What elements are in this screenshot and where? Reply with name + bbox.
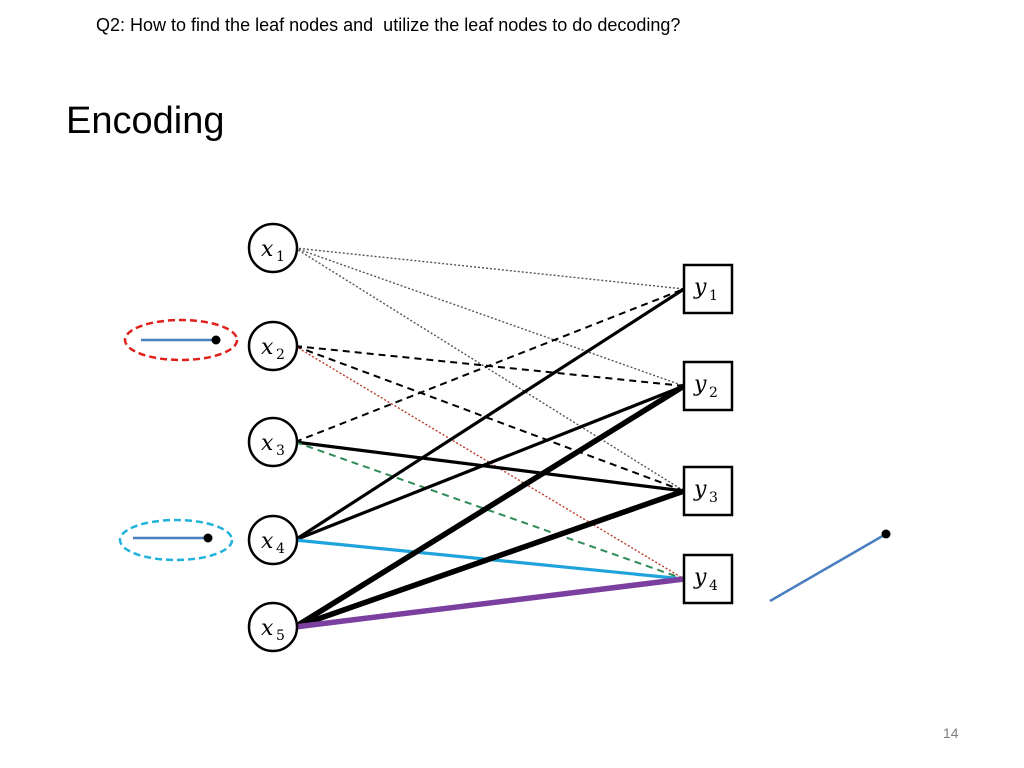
red-dashed-ellipse <box>123 318 239 362</box>
cyan-dashed-ellipse <box>118 518 234 562</box>
variable-node-x5: x 5 <box>247 601 299 653</box>
edge-x5-y3 <box>294 488 685 630</box>
node-letter: y <box>693 275 707 300</box>
node-letter: x <box>261 616 274 641</box>
edge-x2-y3 <box>294 345 685 492</box>
edge-x1-y3 <box>294 247 685 492</box>
node-subscript: 5 <box>276 628 285 644</box>
edge-x3-y1 <box>294 288 685 443</box>
question-text: Q2: How to find the leaf nodes and utili… <box>96 15 681 35</box>
node-letter: x <box>261 237 274 262</box>
variable-node-x4: x 4 <box>247 514 299 566</box>
page-number: 14 <box>943 725 959 741</box>
edge-x4-y2 <box>294 384 685 542</box>
check-node-y1: y 1 <box>682 263 734 315</box>
node-letter: y <box>693 372 707 397</box>
edge-x1-y2 <box>294 247 685 387</box>
check-node-y2: y 2 <box>682 360 734 412</box>
node-letter: y <box>693 565 707 590</box>
node-letter: x <box>261 529 274 554</box>
variable-node-x2: x 2 <box>247 320 299 372</box>
endpoint-dot <box>211 335 221 345</box>
node-subscript: 3 <box>709 490 718 506</box>
node-letter: x <box>261 335 274 360</box>
check-node-y4: y 4 <box>682 553 734 605</box>
edge-x5-y4 <box>294 576 685 630</box>
variable-node-x3: x 3 <box>247 416 299 468</box>
node-subscript: 2 <box>709 385 718 401</box>
check-node-y3: y 3 <box>682 465 734 517</box>
node-letter: x <box>261 431 274 456</box>
node-letter: y <box>693 477 707 502</box>
edge-x3-y3 <box>294 440 685 493</box>
right-pointer-annotation <box>769 529 891 603</box>
diagonal-pointer-line <box>769 532 887 603</box>
x4-highlight-annotation <box>118 518 234 562</box>
edge-x5-y2 <box>293 383 686 630</box>
slide-title: Encoding <box>66 100 225 142</box>
x2-highlight-annotation <box>123 318 239 362</box>
node-subscript: 4 <box>276 541 285 557</box>
endpoint-dot <box>881 529 891 539</box>
node-subscript: 1 <box>709 288 718 304</box>
edge-x2-y4 <box>294 345 685 580</box>
node-subscript: 3 <box>276 443 285 459</box>
node-subscript: 2 <box>276 347 285 363</box>
node-subscript: 4 <box>709 578 718 594</box>
edge-x1-y1 <box>294 247 685 290</box>
endpoint-dot <box>203 533 213 543</box>
edge-x4-y1 <box>294 287 685 542</box>
node-subscript: 1 <box>276 249 285 265</box>
edge-x3-y4 <box>294 441 685 580</box>
variable-node-x1: x 1 <box>247 222 299 274</box>
edges-layer <box>293 247 686 630</box>
